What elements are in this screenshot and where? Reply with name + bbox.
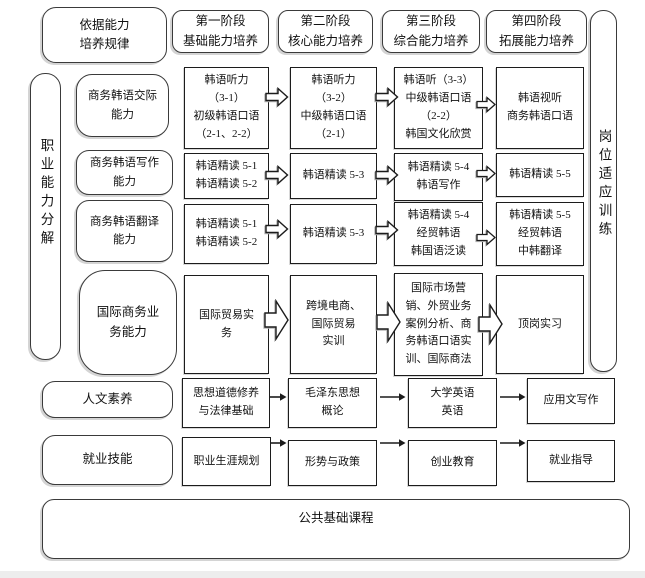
ability-translation: 商务韩语翻译 能力 xyxy=(76,200,173,262)
cell-r4c4: 顶岗实习 xyxy=(496,275,584,374)
cell-r4c3: 国际市场营 销、外贸业务 案例分析、商 务韩语口语实 训、国际商法 xyxy=(394,273,483,376)
header-stage3: 第三阶段 综合能力培养 xyxy=(382,10,480,53)
arrow-hum-2 xyxy=(380,392,406,402)
ability-business: 国际商务业 务能力 xyxy=(79,270,177,375)
arrow-r1-c2-c3 xyxy=(375,87,399,107)
cell-r2c3: 韩语精读 5-4 韩语写作 xyxy=(394,153,483,201)
cell-r3c3: 韩语精读 5-4 经贸韩语 韩国语泛读 xyxy=(394,202,483,266)
cell-hum-4: 应用文写作 xyxy=(527,378,615,424)
arrow-hum-3 xyxy=(500,392,526,402)
arrow-r4-c2-c3 xyxy=(376,301,401,343)
label-employment: 就业技能 xyxy=(42,435,173,485)
cell-emp-4: 就业指导 xyxy=(527,440,615,482)
arrow-r2-c1-c2 xyxy=(265,165,289,185)
cell-hum-2: 毛泽东思想 概论 xyxy=(288,378,377,428)
arrow-r4-c3-c4 xyxy=(478,303,503,345)
ability-communication: 商务韩语交际 能力 xyxy=(76,74,169,137)
arrow-emp-2 xyxy=(380,438,406,448)
cell-r1c2: 韩语听力 （3-2） 中级韩语口语 （2-1） xyxy=(290,67,377,149)
arrow-r4-c1-c2 xyxy=(264,299,289,341)
arrow-r3-c2-c3 xyxy=(375,220,399,240)
header-stage2: 第二阶段 核心能力培养 xyxy=(278,10,373,53)
ability-writing: 商务韩语写作 能力 xyxy=(76,150,173,195)
footer-public-basic-courses: 公共基础课程 xyxy=(42,499,630,559)
arrow-r3-c3-c4 xyxy=(476,229,496,246)
cell-emp-3: 创业教育 xyxy=(408,440,497,486)
cell-r3c1: 韩语精读 5-1 韩语精读 5-2 xyxy=(184,204,269,264)
arrow-r3-c1-c2 xyxy=(265,219,289,239)
left-bar-ability-decomposition: 职业能力分解 xyxy=(30,73,61,360)
cell-r2c2: 韩语精读 5-3 xyxy=(290,153,377,199)
cell-hum-1: 思想道德修养 与法律基础 xyxy=(182,378,270,428)
arrow-r2-c3-c4 xyxy=(476,165,496,182)
header-stage4: 第四阶段 拓展能力培养 xyxy=(486,10,587,53)
cell-r4c1: 国际贸易实 务 xyxy=(184,275,269,374)
arrow-r1-c1-c2 xyxy=(265,87,289,107)
arrow-emp-3 xyxy=(500,438,526,448)
cell-emp-1: 职业生涯规划 xyxy=(182,437,271,486)
cell-r2c1: 韩语精读 5-1 韩语精读 5-2 xyxy=(184,153,269,199)
header-basis: 依据能力 培养规律 xyxy=(42,7,167,63)
cell-r3c4: 韩语精读 5-5 经贸韩语 中韩翻译 xyxy=(496,202,584,266)
cell-r1c3: 韩语听（3-3） 中级韩语口语 （2-2） 韩国文化欣赏 xyxy=(394,67,483,149)
cell-hum-3: 大学英语 英语 xyxy=(408,378,497,428)
cell-emp-2: 形势与政策 xyxy=(288,440,377,486)
header-stage1: 第一阶段 基础能力培养 xyxy=(172,10,269,53)
cell-r4c2: 跨境电商、 国际贸易 实训 xyxy=(290,275,377,374)
arrow-emp-1 xyxy=(270,438,287,448)
arrow-r2-c2-c3 xyxy=(375,165,399,185)
cell-r2c4: 韩语精读 5-5 xyxy=(496,153,584,197)
cell-r1c4: 韩语视听 商务韩语口语 xyxy=(496,67,584,149)
cell-r3c2: 韩语精读 5-3 xyxy=(290,204,377,264)
cell-r1c1: 韩语听力 （3-1） 初级韩语口语 （2-1、2-2） xyxy=(184,67,269,149)
label-humanities: 人文素养 xyxy=(42,381,173,418)
bottom-edge-strip xyxy=(0,571,645,578)
right-bar-post-adaptation-training: 岗位适应训练 xyxy=(590,10,617,372)
arrow-hum-1 xyxy=(270,392,287,402)
arrow-r1-c3-c4 xyxy=(476,96,496,113)
